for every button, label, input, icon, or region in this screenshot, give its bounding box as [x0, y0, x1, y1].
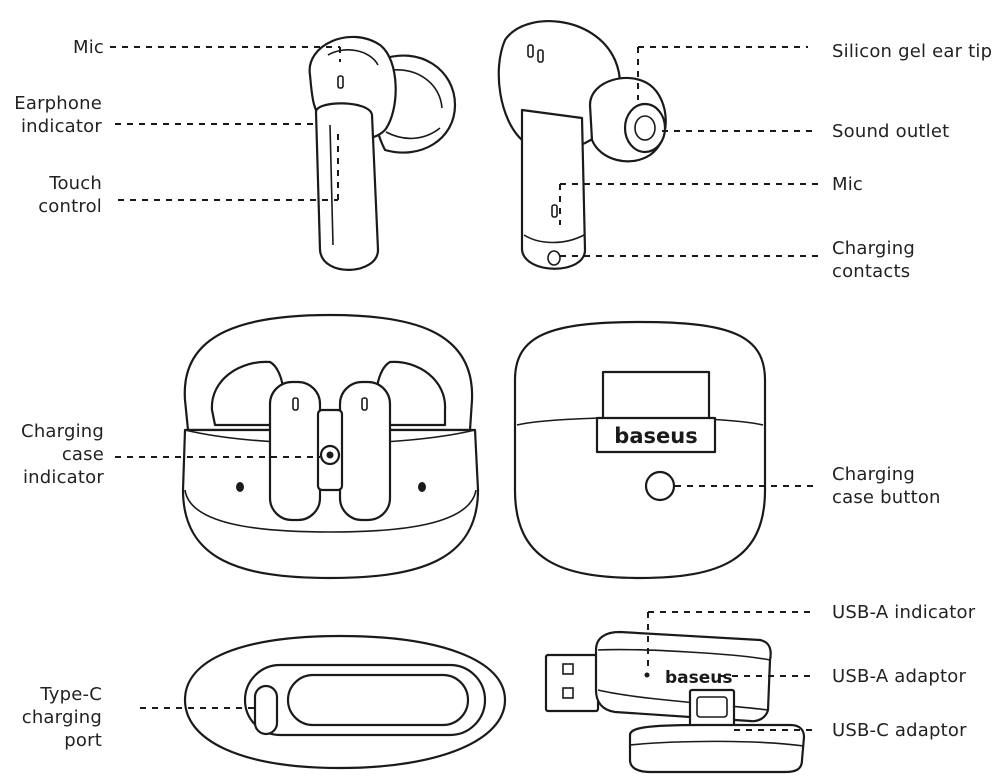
leader-lines	[110, 46, 818, 731]
case-bottom-illustration	[183, 634, 507, 770]
label-charging-contacts: Charging contacts	[832, 238, 915, 282]
label-usb-c-adaptor: USB-C adaptor	[832, 720, 967, 741]
label-touch-control: Touch control	[38, 173, 102, 217]
adaptor-brand-logo: baseus	[665, 668, 733, 688]
label-sound-outlet: Sound outlet	[832, 121, 950, 142]
case-brand-logo: baseus	[614, 424, 697, 448]
usb-c-adaptor-illustration	[628, 688, 806, 774]
closed-case-illustration: baseus	[513, 320, 767, 580]
label-usb-a-adaptor: USB-A adaptor	[832, 666, 967, 687]
left-earphone-illustration	[308, 35, 457, 271]
label-mic-right: Mic	[832, 174, 864, 195]
open-case-illustration	[181, 313, 480, 580]
label-silicon-gel-ear-tip: Silicon gel ear tip	[832, 41, 993, 62]
right-earphone-illustration	[497, 20, 667, 270]
label-earphone-indicator: Earphone indicator	[14, 93, 102, 137]
label-usb-a-indicator: USB-A indicator	[832, 602, 976, 623]
label-charging-case-indicator: Charging case indicator	[21, 421, 104, 488]
label-mic-left: Mic	[72, 37, 104, 58]
label-type-c-charging-port: Type-C charging port	[21, 684, 102, 751]
label-charging-case-button: Charging case button	[832, 464, 941, 508]
